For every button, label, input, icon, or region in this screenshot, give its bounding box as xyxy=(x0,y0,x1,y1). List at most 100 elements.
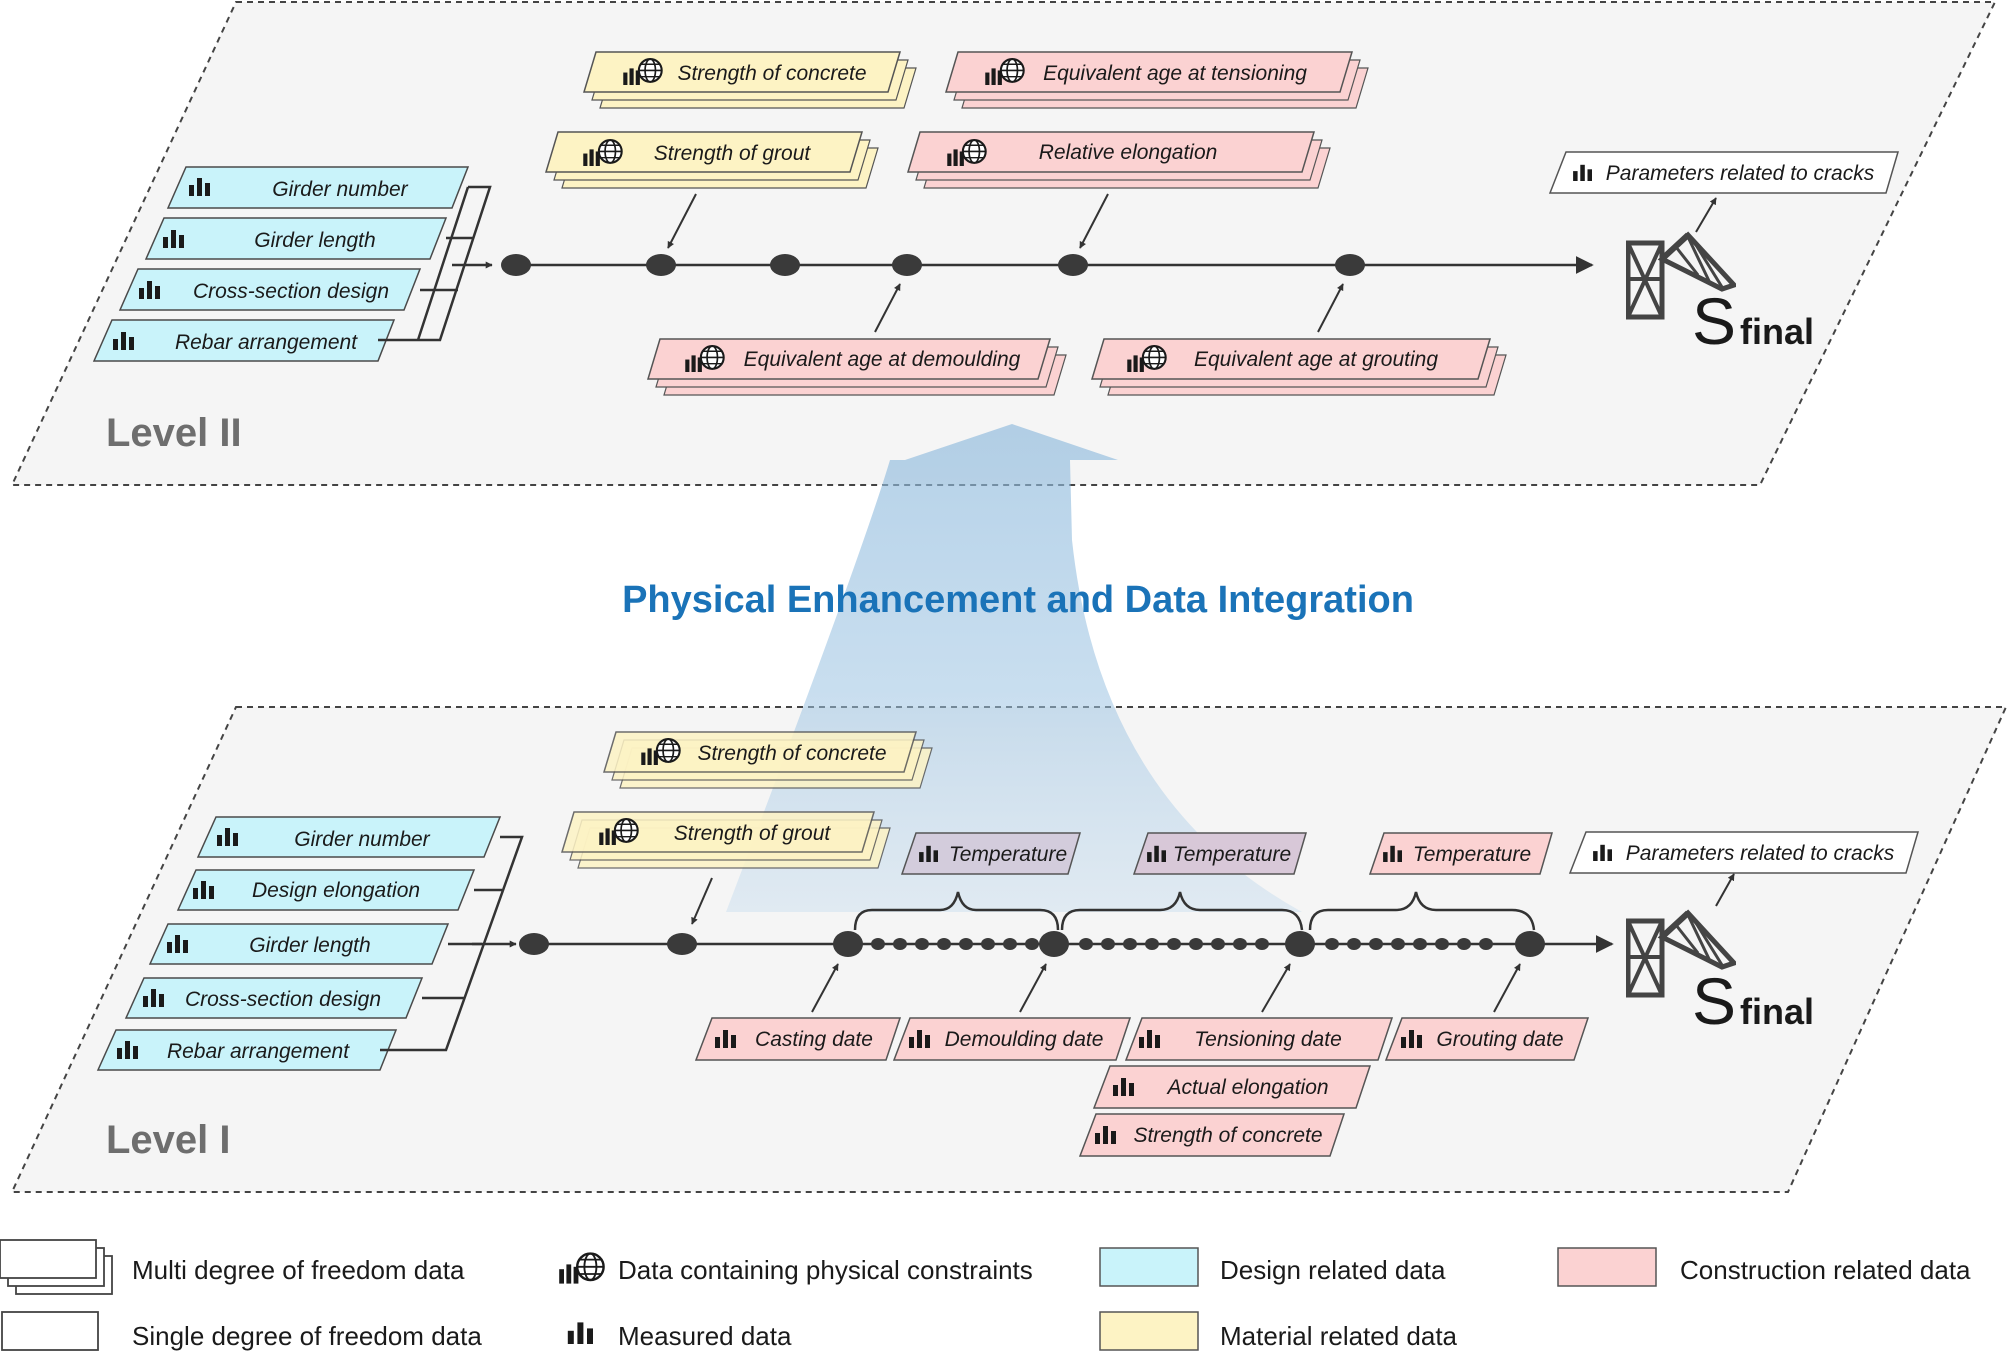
svg-text:Girder number: Girder number xyxy=(294,828,430,851)
level-2-title: Level II xyxy=(106,411,242,455)
legend-construction: Construction related data xyxy=(1557,1247,1971,1287)
l1-small-dots xyxy=(871,938,1493,950)
l1-tensioning-arrow xyxy=(1261,963,1291,1013)
center-title: Physical Enhancement and Data Integratio… xyxy=(622,579,1414,621)
l1-temperature-3: Temperature xyxy=(1368,832,1554,875)
svg-text:Temperature: Temperature xyxy=(1173,843,1291,866)
svg-text:Equivalent age at demoulding: Equivalent age at demoulding xyxy=(744,348,1021,371)
l2-design-input-2: Girder length xyxy=(144,217,448,260)
l1-node-grouting xyxy=(1515,931,1545,957)
svg-text:Design elongation: Design elongation xyxy=(252,879,420,902)
l2-construction-equiv-age-tensioning: Equivalent age at tensioning xyxy=(944,51,1369,109)
l2-node-2 xyxy=(646,254,676,276)
svg-text:Strength of concrete: Strength of concrete xyxy=(697,742,886,765)
pink-swatch xyxy=(1557,1247,1657,1287)
l1-design-input-1: Girder number xyxy=(196,816,502,858)
svg-text:Casting date: Casting date xyxy=(755,1028,873,1051)
l1-design-input-2: Design elongation xyxy=(176,869,476,911)
svg-text:Strength of grout: Strength of grout xyxy=(654,142,812,165)
svg-text:Tensioning date: Tensioning date xyxy=(1194,1028,1342,1051)
svg-text:Rebar arrangement: Rebar arrangement xyxy=(167,1040,350,1063)
integration-up-arrow xyxy=(726,424,1302,912)
svg-text:Temperature: Temperature xyxy=(949,843,1067,866)
svg-text:Grouting date: Grouting date xyxy=(1436,1028,1563,1051)
l1-temperature-2: Temperature xyxy=(1132,832,1308,875)
l2-construction-equiv-age-demoulding: Equivalent age at demoulding xyxy=(646,338,1067,396)
l1-node-1 xyxy=(519,933,549,955)
svg-text:Multi degree of freedom data: Multi degree of freedom data xyxy=(132,1255,465,1285)
l1-casting-date: Casting date xyxy=(694,1017,902,1061)
l2-node-3 xyxy=(770,254,800,276)
bar-chart-icon xyxy=(567,1322,593,1344)
l2-node-6 xyxy=(1335,254,1365,276)
l2-construction-relative-elongation: Relative elongation xyxy=(906,131,1331,189)
svg-text:Girder length: Girder length xyxy=(254,229,375,252)
globe-chart-icon xyxy=(558,1252,605,1284)
legend-physical-constraints: Data containing physical constraints xyxy=(558,1252,1033,1285)
level-1-panel: Level I Girder number Design elongation … xyxy=(10,424,2008,1193)
svg-text:Single degree of freedom data: Single degree of freedom data xyxy=(132,1321,482,1351)
l2-output-arrow xyxy=(1695,197,1717,233)
l1-material-strength-concrete: Strength of concrete xyxy=(602,731,933,789)
l2-grouting-arrow xyxy=(1317,283,1344,333)
svg-text:Demoulding date: Demoulding date xyxy=(945,1028,1104,1051)
l1-design-input-4: Cross-section design xyxy=(124,977,424,1019)
l2-design-input-4: Rebar arrangement xyxy=(92,319,396,362)
svg-text:Parameters related to cracks: Parameters related to cracks xyxy=(1606,162,1875,185)
l1-casting-arrow xyxy=(811,963,839,1013)
l1-grouting-date: Grouting date xyxy=(1384,1017,1590,1061)
legend-multi-dof: Multi degree of freedom data xyxy=(0,1239,465,1295)
temperature-brace-2 xyxy=(1060,891,1304,931)
svg-text:Design related data: Design related data xyxy=(1220,1255,1446,1285)
l1-design-input-5: Rebar arrangement xyxy=(96,1029,398,1071)
l1-strength-concrete-construction: Strength of concrete xyxy=(1078,1113,1346,1157)
l1-design-input-3: Girder length xyxy=(148,923,450,965)
l1-output-parameters-cracks: Parameters related to cracks xyxy=(1568,831,1920,874)
l1-tensioning-date: Tensioning date xyxy=(1124,1017,1394,1061)
l2-output-parameters-cracks: Parameters related to cracks xyxy=(1548,151,1900,194)
l2-material-strength-grout: Strength of grout xyxy=(544,131,879,189)
l1-node-demoulding xyxy=(1039,931,1069,957)
svg-text:Strength of concrete: Strength of concrete xyxy=(677,62,866,85)
l1-node-tensioning xyxy=(1285,931,1315,957)
l1-grouting-arrow xyxy=(1493,963,1521,1013)
l1-grout-arrow xyxy=(691,877,713,925)
l2-node-4 xyxy=(892,254,922,276)
l1-node-casting xyxy=(833,931,863,957)
svg-text:Measured data: Measured data xyxy=(618,1321,792,1351)
svg-text:Strength of grout: Strength of grout xyxy=(674,822,832,845)
l1-demoulding-arrow xyxy=(1019,963,1047,1013)
l1-output-arrow xyxy=(1715,873,1735,907)
svg-text:Material related data: Material related data xyxy=(1220,1321,1458,1351)
cyan-swatch xyxy=(1099,1247,1199,1287)
legend-material: Material related data xyxy=(1099,1311,1458,1351)
l2-grout-arrow xyxy=(667,193,697,249)
temperature-brace-1 xyxy=(853,891,1060,931)
l1-demoulding-date: Demoulding date xyxy=(892,1017,1132,1061)
svg-text:Girder length: Girder length xyxy=(249,934,370,957)
svg-text:Construction related data: Construction related data xyxy=(1680,1255,1971,1285)
l2-node-5 xyxy=(1058,254,1088,276)
svg-text:Data containing physical const: Data containing physical constraints xyxy=(618,1255,1033,1285)
l1-temperature-1: Temperature xyxy=(900,832,1082,875)
legend-single-dof: Single degree of freedom data xyxy=(1,1311,482,1351)
svg-text:Temperature: Temperature xyxy=(1413,843,1531,866)
l2-material-strength-concrete: Strength of concrete xyxy=(582,51,917,109)
temperature-brace-3 xyxy=(1308,891,1536,931)
svg-text:Equivalent age at tensioning: Equivalent age at tensioning xyxy=(1043,62,1307,85)
svg-text:Parameters related to cracks: Parameters related to cracks xyxy=(1626,842,1895,865)
svg-text:Cross-section design: Cross-section design xyxy=(193,280,389,303)
svg-text:Cross-section design: Cross-section design xyxy=(185,988,381,1011)
l2-input-bracket xyxy=(378,185,492,342)
yellow-swatch xyxy=(1099,1311,1199,1351)
single-box-icon xyxy=(1,1311,99,1351)
legend-measured: Measured data xyxy=(567,1321,792,1351)
svg-text:Equivalent age at grouting: Equivalent age at grouting xyxy=(1194,348,1438,371)
level-1-title: Level I xyxy=(106,1118,231,1162)
svg-text:Girder number: Girder number xyxy=(272,178,408,201)
svg-text:Relative elongation: Relative elongation xyxy=(1039,141,1218,164)
l2-elongation-arrow xyxy=(1079,193,1109,249)
l1-material-strength-grout: Strength of grout xyxy=(560,811,891,869)
